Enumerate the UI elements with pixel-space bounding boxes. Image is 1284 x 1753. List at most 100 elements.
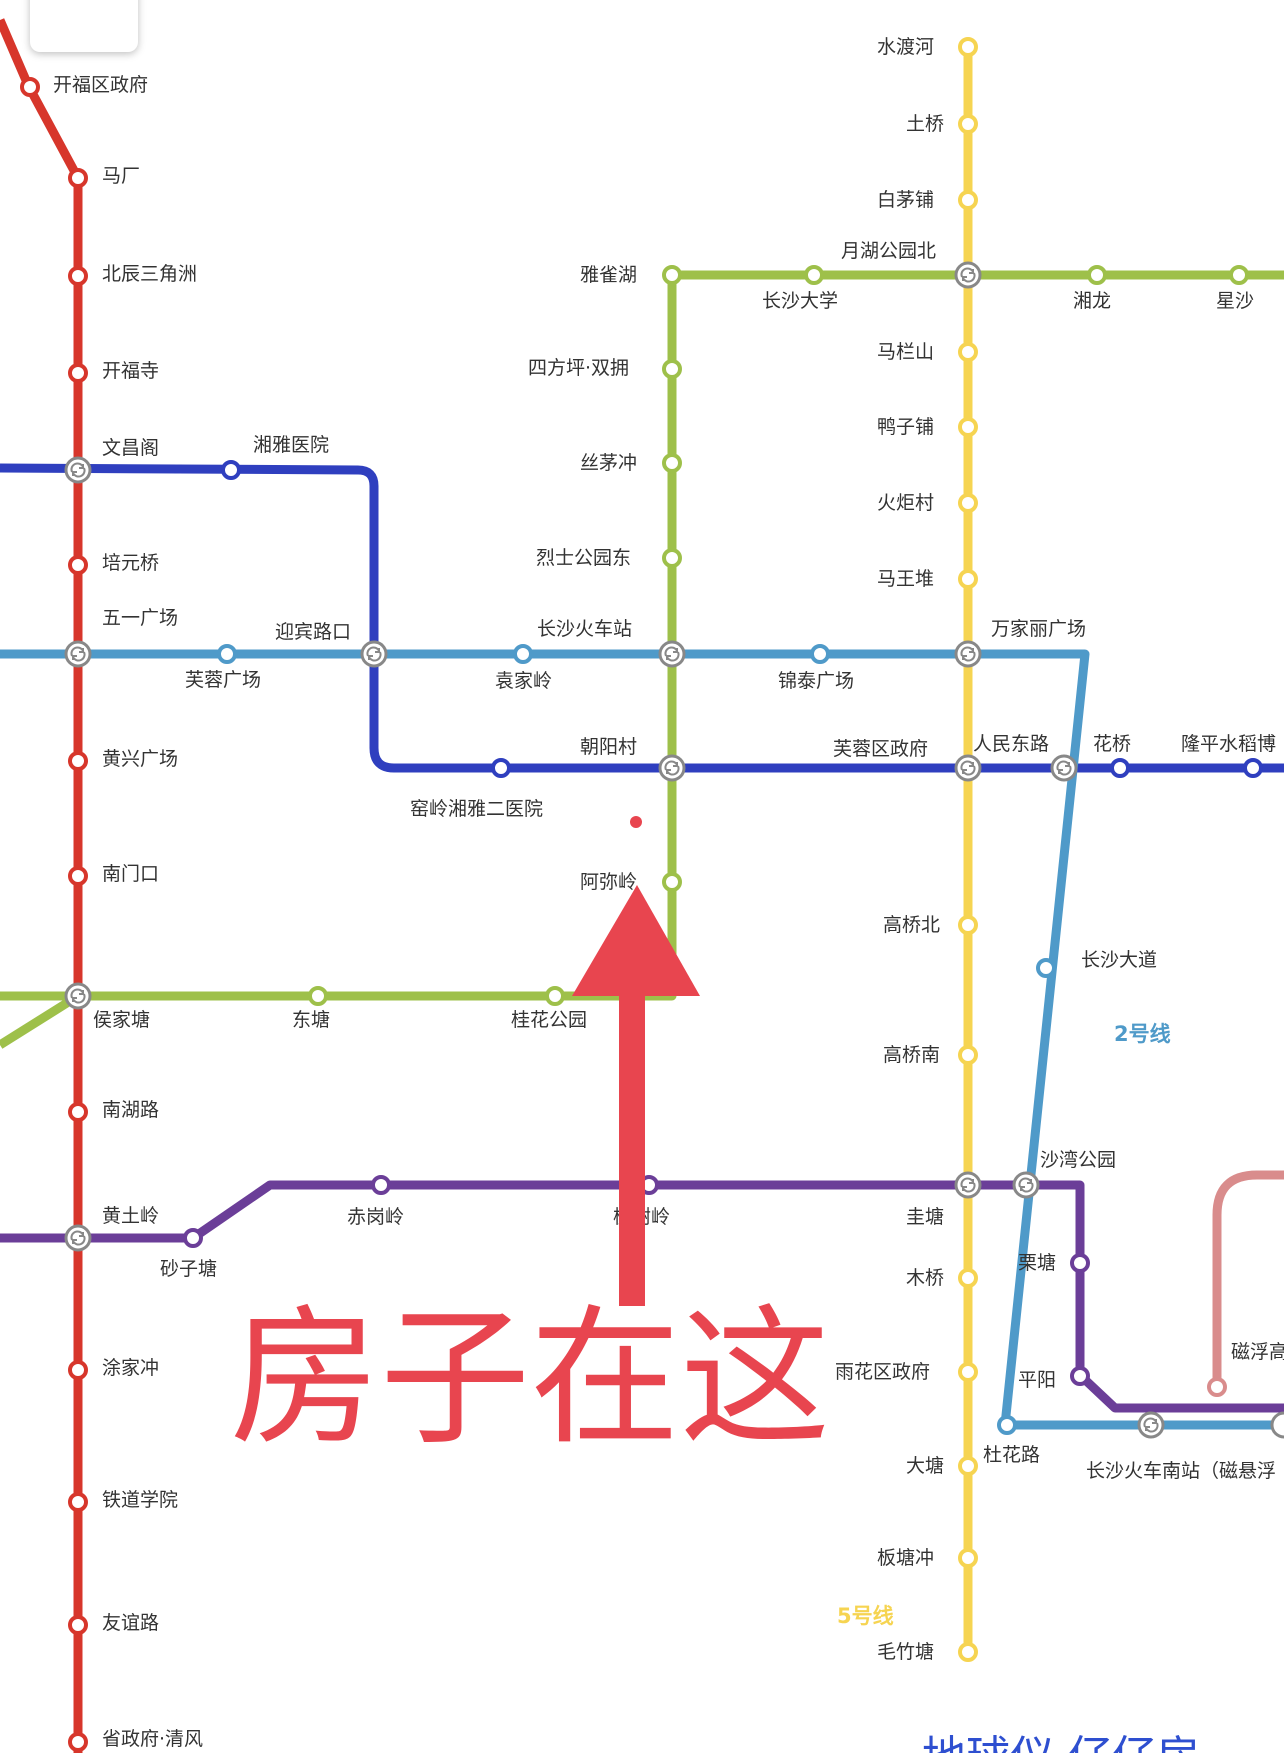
station-gaoqiaonan[interactable] [958,1045,978,1065]
transfer-changshanan[interactable] [1137,1411,1165,1439]
station-muqiao[interactable] [958,1268,978,1288]
transfer-yingbin[interactable] [360,640,388,668]
station-changshadaxue[interactable] [804,265,824,285]
label-guitang: 圭塘 [906,1206,944,1228]
label-xianglong: 湘龙 [1073,290,1111,312]
station-duhualu[interactable] [997,1415,1017,1435]
transfer-icon [664,646,680,662]
station-nanhulu[interactable] [68,1102,88,1122]
station-lieshi[interactable] [662,548,682,568]
station-kaifuquzhengfu[interactable] [20,77,40,97]
label-nanhulu: 南湖路 [102,1099,159,1121]
label-renmindonglu: 人民东路 [973,733,1049,755]
station-sifangping[interactable] [662,359,682,379]
label-beichen: 北辰三角洲 [102,263,197,285]
station-tujiachong[interactable] [68,1360,88,1380]
transfer-wanjiali[interactable] [954,640,982,668]
station-jintai[interactable] [810,644,830,664]
line-dark-blue [0,463,1284,773]
station-cifu[interactable] [1207,1377,1227,1397]
location-dot [630,816,642,828]
transfer-yuehu[interactable] [954,261,982,289]
station-youyilu[interactable] [68,1615,88,1635]
label-wuyi: 五一广场 [102,607,178,629]
station-tuqiao[interactable] [958,114,978,134]
label-guihua: 桂花公园 [511,1009,587,1031]
label-yuanjialing: 袁家岭 [495,670,552,692]
transfer-renmindonglu[interactable] [1050,754,1078,782]
transfer-wenchangge[interactable] [64,456,92,484]
station-xianglong[interactable] [1087,265,1107,285]
line-maglev-pink [1212,1170,1284,1387]
label-houjiatang: 侯家塘 [93,1009,150,1031]
transfer-shawan[interactable] [1012,1171,1040,1199]
station-shuiduhe[interactable] [958,37,978,57]
station-machang[interactable] [68,168,88,188]
transfer-icon [960,646,976,662]
station-yaquehu[interactable] [662,265,682,285]
station-malanshan[interactable] [958,342,978,362]
label-malanshan: 马栏山 [877,341,934,363]
label-huangxing: 黄兴广场 [102,748,178,770]
transfer-houjiatang[interactable] [64,982,92,1010]
line-green-north [0,270,1284,1001]
label-yazipu: 鸭子铺 [877,416,934,438]
station-datang[interactable] [958,1456,978,1476]
station-peiyuanqiao[interactable] [68,555,88,575]
station-baimaopu[interactable] [958,190,978,210]
station-gaoqiaobei[interactable] [958,915,978,935]
transfer-icon [1018,1177,1034,1193]
station-nanmenkou[interactable] [68,866,88,886]
transfer-wuyi[interactable] [64,640,92,668]
station-maozhutang[interactable] [958,1642,978,1662]
label-nanmenkou: 南门口 [102,863,159,885]
label-litang: 栗塘 [1018,1252,1056,1274]
label-tujiachong: 涂家冲 [102,1357,159,1379]
station-huaqiao[interactable] [1110,758,1130,778]
transfer-guitang[interactable] [954,1171,982,1199]
station-mawangdui[interactable] [958,569,978,589]
station-xiangya[interactable] [221,460,241,480]
label-datang: 大塘 [906,1455,944,1477]
map-control-panel[interactable] [30,0,138,52]
station-shazitang[interactable] [183,1228,203,1248]
transfer-edge[interactable] [1270,1411,1284,1439]
station-tiedao[interactable] [68,1492,88,1512]
transfer-changshahuochezhan[interactable] [658,640,686,668]
station-longping[interactable] [1243,758,1263,778]
station-shengzhengfu[interactable] [68,1732,88,1752]
station-kaifusi[interactable] [68,363,88,383]
station-chiganling[interactable] [371,1175,391,1195]
station-yaoling[interactable] [491,758,511,778]
label-machang: 马厂 [102,165,140,187]
label-bantangchong: 板塘冲 [877,1547,934,1569]
label-furongquzhengfu: 芙蓉区政府 [833,738,928,760]
label-huangtuling: 黄土岭 [102,1205,159,1227]
station-amiling[interactable] [662,872,682,892]
label-wanjiali: 万家丽广场 [991,618,1086,640]
station-beichen[interactable] [68,266,88,286]
station-yuanjialing[interactable] [513,644,533,664]
station-yazipu[interactable] [958,417,978,437]
station-furongguangchang[interactable] [217,644,237,664]
label-chaoyangcun: 朝阳村 [580,736,637,758]
station-xingsha[interactable] [1229,265,1249,285]
label-pingyang: 平阳 [1018,1369,1056,1391]
station-simaochong[interactable] [662,453,682,473]
station-yuhua[interactable] [958,1362,978,1382]
station-guihua[interactable] [545,986,565,1006]
station-bantangchong[interactable] [958,1548,978,1568]
arrow-up-icon [572,885,700,1306]
station-huangxing[interactable] [68,751,88,771]
station-huojucun[interactable] [958,493,978,513]
label-mawangdui: 马王堆 [877,568,934,590]
transfer-furongquzhengfu[interactable] [954,754,982,782]
station-dongtang[interactable] [308,986,328,1006]
label-line-2: 2号线 [1114,1022,1171,1046]
transfer-chaoyangcun[interactable] [658,754,686,782]
station-changshadadao[interactable] [1036,958,1056,978]
station-pingyang[interactable] [1070,1366,1090,1386]
transfer-huangtuling[interactable] [64,1224,92,1252]
station-litang[interactable] [1070,1253,1090,1273]
